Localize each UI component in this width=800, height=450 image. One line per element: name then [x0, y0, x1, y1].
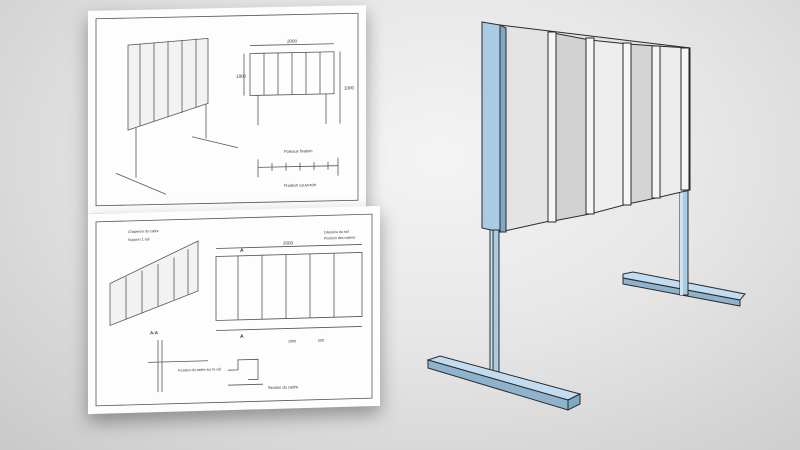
top-dim-height: 1000 [344, 85, 355, 90]
bottom-callout-bottom: Fixation du cadre sur le rail [178, 367, 221, 372]
frame-section-detail [228, 358, 263, 386]
section-mark-bottom: A [240, 334, 244, 340]
sheet-top-frame [95, 12, 359, 207]
top-view [257, 157, 339, 178]
bottom-dim-1: 1000 [288, 339, 296, 343]
top-dim-side: 1800 [236, 74, 247, 79]
bottom-callout-right-1: Glissière du rail [324, 230, 349, 235]
section-aa-view [148, 339, 208, 393]
iso-frame-sketch [115, 37, 239, 195]
left-post [481, 21, 507, 381]
bottom-callout-right-2: Position des cadres [324, 236, 356, 241]
top-dim-width: 2000 [287, 39, 298, 44]
drawing-sheet-top: 2000 1000 1800 Poteaux fixation Fixation… [88, 5, 366, 214]
top-callout-1: Poteaux fixation [284, 148, 312, 154]
bottom-callout-left-2: Support 1 rail [128, 237, 150, 242]
sheet-bottom-frame [95, 213, 373, 407]
iso-panel-sketch [109, 240, 199, 327]
right-post [679, 184, 689, 296]
front-view-frames [215, 244, 363, 331]
section-aa-title: A-A [150, 330, 159, 335]
sheet-bottom-drawing: Chaperon du cadre Support 1 rail 2000 A … [95, 213, 373, 407]
section-mark-top: A [240, 248, 244, 254]
bottom-dim-2: 500 [318, 338, 324, 342]
bottom-dim-width: 2000 [283, 240, 294, 245]
front-elevation [243, 43, 341, 126]
bottom-callout-left-1: Chaperon du cadre [128, 229, 159, 234]
sheet-top-drawing: 2000 1000 1800 Poteaux fixation Fixation… [95, 12, 359, 207]
top-callout-2: Fixation couvercle [284, 182, 317, 188]
drawing-sheet-bottom: Chaperon du cadre Support 1 rail 2000 A … [88, 205, 380, 415]
left-foot [426, 355, 582, 411]
section-detail-title: Section du cadre [268, 384, 299, 390]
panel-body [499, 24, 691, 233]
